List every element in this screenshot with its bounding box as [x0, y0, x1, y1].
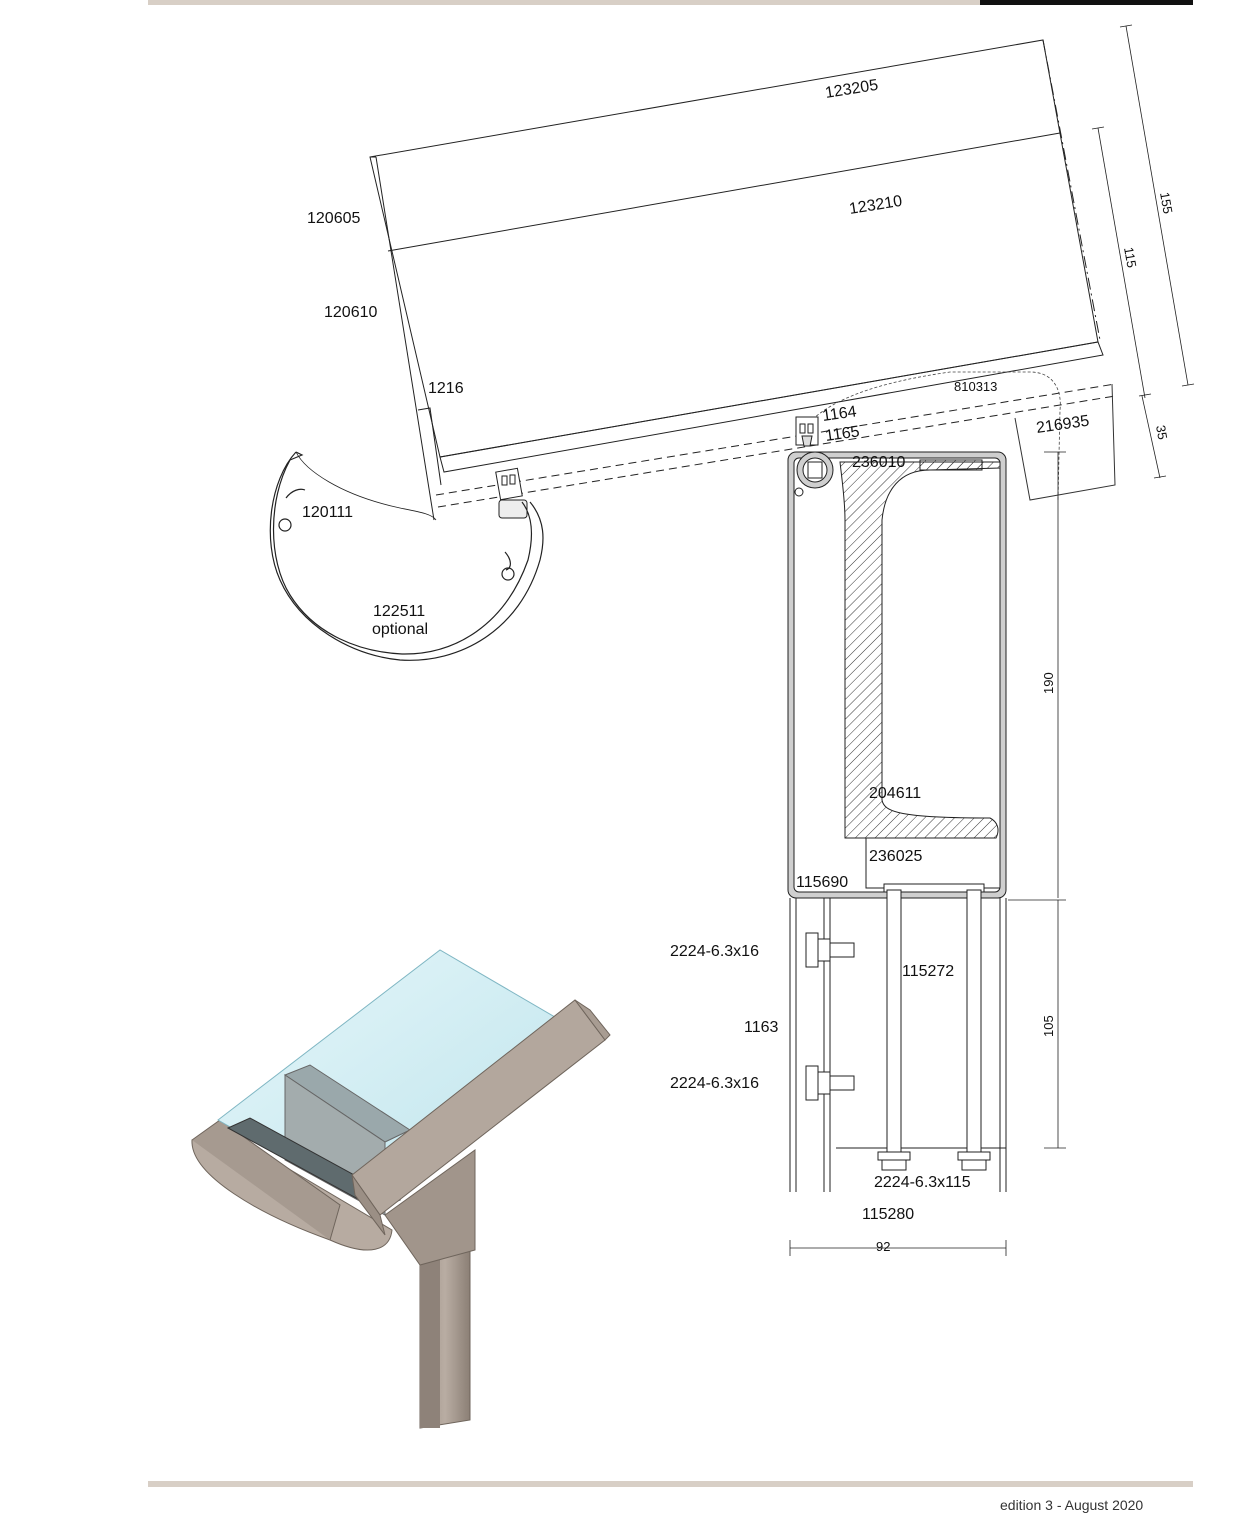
dimension-labels: 155 115 35 190 105 92: [876, 191, 1176, 1254]
label-810313: 810313: [954, 379, 997, 394]
label-236010: 236010: [852, 454, 905, 471]
dim-35: 35: [1153, 424, 1170, 441]
footer-bar: [148, 1481, 1193, 1487]
header-accent-bar: [980, 0, 1193, 5]
gutter-profile: [269, 451, 544, 661]
seal-left: [495, 467, 528, 519]
label-115280: 115280: [862, 1206, 914, 1223]
flashing-profile: [1014, 383, 1116, 501]
header-bar: [148, 0, 980, 5]
footer-edition: edition 3 - August 2020: [1000, 1497, 1144, 1513]
label-123210: 123210: [848, 193, 903, 218]
label-216935: 216935: [1035, 413, 1090, 437]
label-115690: 115690: [796, 874, 848, 891]
seal-1164-1165: [795, 416, 819, 447]
label-1216: 1216: [428, 380, 464, 397]
label-123205: 123205: [824, 77, 879, 102]
label-screw-long: 2224-6.3x115: [874, 1174, 971, 1191]
label-optional: optional: [372, 621, 428, 638]
label-122511: 122511: [373, 603, 425, 620]
label-screw-bottom: 2224-6.3x16: [670, 1075, 759, 1092]
post-lower: [789, 889, 1007, 1192]
label-120610: 120610: [324, 304, 377, 321]
label-1163: 1163: [744, 1019, 779, 1036]
label-1165: 1165: [824, 423, 861, 445]
glass-section: [369, 39, 1116, 521]
dim-92: 92: [876, 1239, 890, 1254]
label-120605: 120605: [307, 210, 360, 227]
dim-105: 105: [1041, 1015, 1056, 1037]
dim-115: 115: [1121, 246, 1139, 269]
label-115272: 115272: [902, 963, 954, 980]
dim-155: 155: [1157, 191, 1176, 215]
label-236025: 236025: [869, 848, 922, 865]
dim-190: 190: [1041, 672, 1056, 694]
post-section: [787, 451, 1007, 899]
label-204611: 204611: [869, 785, 921, 802]
iso-illustration: [191, 949, 611, 1429]
label-120111: 120111: [302, 504, 353, 521]
ridge-profile: [799, 371, 1061, 501]
dimension-lines: [789, 24, 1195, 1256]
label-screw-top: 2224-6.3x16: [670, 943, 759, 960]
label-1164: 1164: [821, 403, 858, 425]
